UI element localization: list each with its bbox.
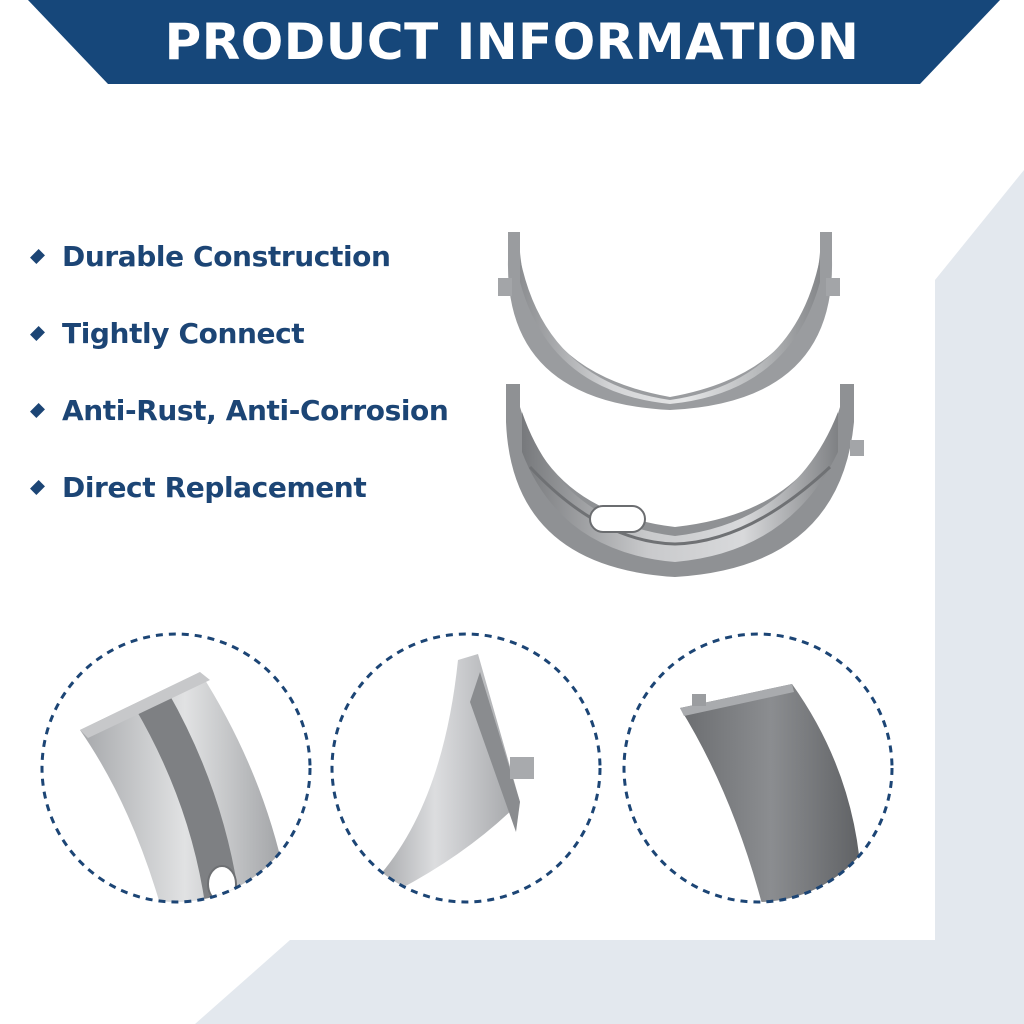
feature-label: Direct Replacement [62,470,367,504]
feature-list: Durable Construction Tightly Connect Ant… [30,234,449,542]
bearing-shell-upper [498,232,840,410]
header-banner [28,0,1000,84]
product-image [498,232,864,577]
feature-label: Durable Construction [62,239,391,273]
feature-item: Direct Replacement [30,465,448,509]
diamond-bullet-icon [30,402,45,418]
bearing-shell-lower [506,384,864,577]
feature-item: Anti-Rust, Anti-Corrosion [30,388,449,432]
diamond-bullet-icon [30,248,45,264]
diamond-bullet-icon [30,325,45,341]
diamond-bullet-icon [30,479,45,495]
feature-item: Durable Construction [30,234,448,278]
feature-item: Tightly Connect [30,311,448,355]
detail-view-groove [40,632,312,904]
feature-label: Tightly Connect [62,316,305,350]
feature-label: Anti-Rust, Anti-Corrosion [62,393,449,427]
detail-view-tab [330,632,602,904]
detail-view-back [622,632,894,904]
page-title: PRODUCT INFORMATION [164,13,860,71]
